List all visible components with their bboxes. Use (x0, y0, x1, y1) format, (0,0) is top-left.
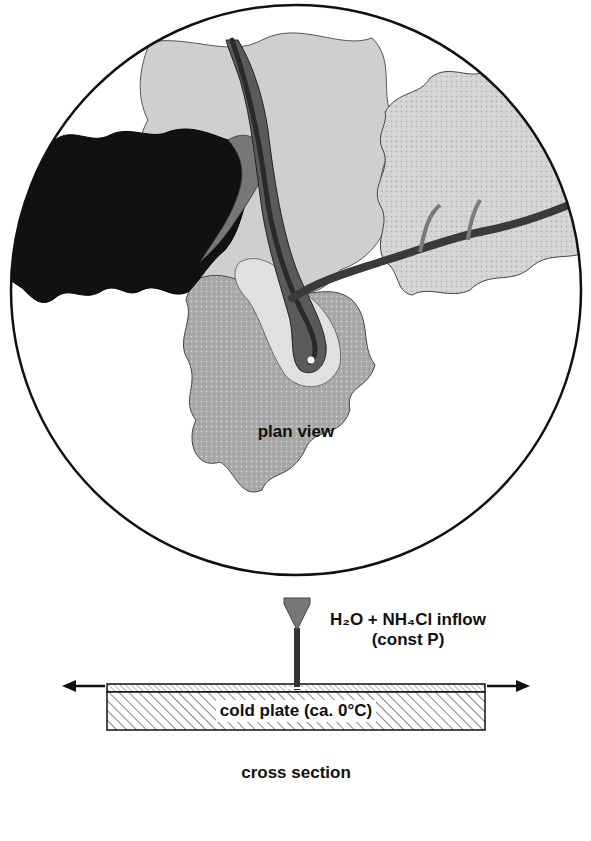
spread-arrow (487, 685, 520, 688)
circle-outline (11, 5, 581, 575)
spread-arrowhead (62, 680, 76, 692)
dotted-region (377, 68, 590, 295)
flow-pattern (10, 33, 590, 492)
circle-outline (11, 5, 581, 575)
inflow-arrowhead (284, 598, 310, 630)
cold-plate-box: cold plate (ca. 0°C) (107, 692, 485, 730)
inflow-puddle (285, 687, 309, 689)
view-caption: cross section (180, 763, 412, 783)
dark-region (10, 129, 254, 302)
node-text-holder: plan view (11, 422, 581, 442)
plan-view-circle: plan view (11, 5, 581, 575)
channel (226, 40, 326, 373)
cross-section-drawing (62, 598, 530, 730)
channel (292, 196, 590, 298)
plate-hatch (107, 692, 485, 730)
inflow-label: H₂O + NH₄Cl inflow (const P) (318, 610, 498, 651)
spread-arrowhead (516, 680, 530, 692)
node-text-holder: cold plate (ca. 0°C) (107, 700, 485, 722)
channel-core (232, 40, 315, 362)
spread-arrow (72, 685, 105, 688)
view-caption: plan view (258, 422, 335, 442)
plate-label: cold plate (ca. 0°C) (216, 700, 376, 722)
inlet-point (308, 357, 315, 364)
inflow-stem (294, 628, 300, 690)
channel-rim (420, 200, 480, 252)
